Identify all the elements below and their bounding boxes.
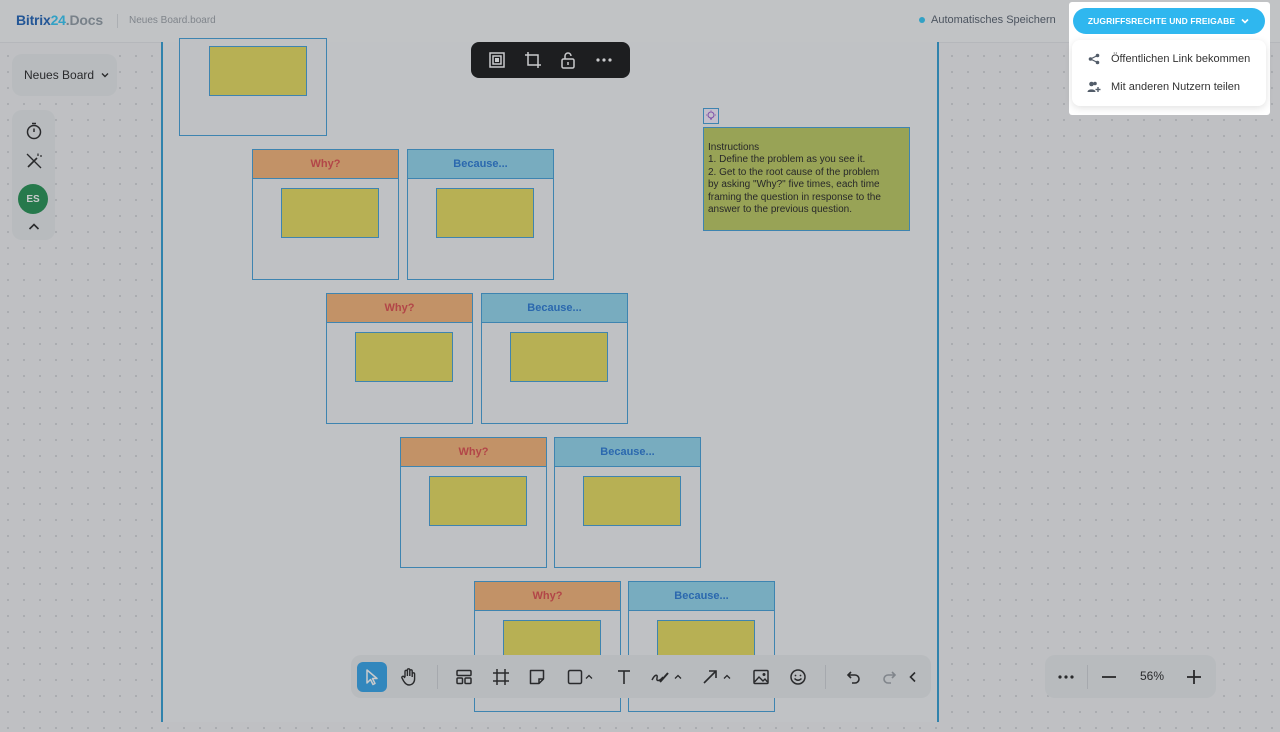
menu-item-share-users[interactable]: Mit anderen Nutzern teilen: [1072, 74, 1266, 100]
sticky-note[interactable]: [583, 476, 681, 526]
frame-why[interactable]: Why?: [326, 293, 473, 424]
instructions-line: 2. Get to the root cause of the problem: [708, 166, 880, 178]
zoom-level[interactable]: 56%: [1139, 669, 1165, 683]
frame-header: Because...: [408, 150, 553, 179]
frame-header: Why?: [253, 150, 398, 179]
divider: [437, 665, 438, 689]
layer-icon[interactable]: [485, 48, 509, 72]
crop-icon[interactable]: [521, 48, 545, 72]
frame-header: Because...: [482, 294, 627, 323]
chevron-up-icon[interactable]: [23, 216, 45, 238]
zoom-out-icon[interactable]: [1097, 665, 1121, 689]
frame-tool-icon[interactable]: [489, 665, 513, 689]
magic-wand-off-icon[interactable]: [23, 150, 45, 172]
sticky-note[interactable]: [510, 332, 608, 382]
frame-header: Why?: [475, 582, 620, 611]
frame-because[interactable]: Because...: [481, 293, 628, 424]
shape-tool-icon[interactable]: [563, 665, 587, 689]
avatar[interactable]: ES: [18, 184, 48, 214]
sticky-note[interactable]: [429, 476, 527, 526]
share-access-label: ZUGRIFFSRECHTE UND FREIGABE: [1087, 16, 1236, 26]
bottom-toolbar: [351, 655, 931, 698]
autosave-label: Automatisches Speichern: [931, 14, 1056, 26]
chevron-left-icon[interactable]: [905, 665, 921, 689]
frame-header: Because...: [629, 582, 774, 611]
sticky-note[interactable]: [281, 188, 379, 238]
board-selector[interactable]: Neues Board: [12, 54, 117, 96]
chevron-up-icon[interactable]: [583, 665, 595, 689]
sticky-note[interactable]: [436, 188, 534, 238]
select-tool-icon[interactable]: [357, 662, 387, 692]
layout-template-icon[interactable]: [452, 665, 476, 689]
text-tool-icon[interactable]: [612, 665, 636, 689]
share-menu: Öffentlichen Link bekommen Mit anderen N…: [1072, 40, 1266, 106]
chevron-down-icon: [1241, 18, 1249, 24]
app-logo[interactable]: Bitrix24.Docs: [16, 12, 103, 28]
hand-tool-icon[interactable]: [397, 665, 421, 689]
zoom-in-icon[interactable]: [1182, 665, 1206, 689]
emoji-tool-icon[interactable]: [786, 665, 810, 689]
divider: [825, 665, 826, 689]
pen-tool-icon[interactable]: [648, 665, 672, 689]
instructions-line: 1. Define the problem as you see it.: [708, 154, 866, 166]
frame-partial[interactable]: [179, 38, 327, 136]
selection-toolbar: [471, 42, 630, 78]
arrow-tool-icon[interactable]: [698, 665, 722, 689]
zoom-toolbar: 56%: [1045, 655, 1216, 698]
menu-item-public-link[interactable]: Öffentlichen Link bekommen: [1072, 46, 1266, 72]
sticky-note[interactable]: [209, 46, 307, 96]
redo-icon[interactable]: [878, 665, 902, 689]
sticky-note-icon[interactable]: [525, 665, 549, 689]
lightbulb-icon[interactable]: [703, 108, 719, 124]
instructions-line: answer to the previous question.: [708, 204, 852, 216]
board-selector-label: Neues Board: [24, 68, 95, 82]
autosave-status: Automatisches Speichern: [919, 14, 1056, 26]
menu-item-label: Öffentlichen Link bekommen: [1111, 53, 1251, 65]
more-options-icon[interactable]: [1054, 665, 1078, 689]
chevron-up-icon[interactable]: [721, 665, 733, 689]
divider: [1087, 665, 1088, 689]
divider: [117, 14, 118, 28]
frame-because[interactable]: Because...: [407, 149, 554, 280]
frame-header: Because...: [555, 438, 700, 467]
chevron-down-icon: [101, 73, 109, 78]
share-icon: [1086, 51, 1102, 67]
instructions-line: framing the question in response to the: [708, 191, 881, 203]
share-panel: ZUGRIFFSRECHTE UND FREIGABE Öffentlichen…: [1069, 2, 1270, 115]
frame-why[interactable]: Why?: [252, 149, 399, 280]
instructions-line: by asking "Why?" five times, each time: [708, 179, 880, 191]
instructions-line: Instructions: [708, 142, 760, 153]
chevron-up-icon[interactable]: [672, 665, 684, 689]
frame-why[interactable]: Why?: [400, 437, 547, 568]
left-toolbar: ES: [12, 110, 55, 240]
add-users-icon: [1086, 79, 1102, 95]
unlock-icon[interactable]: [556, 48, 580, 72]
frame-because[interactable]: Because...: [554, 437, 701, 568]
file-name: Neues Board.board: [129, 15, 216, 26]
frame-header: Why?: [327, 294, 472, 323]
menu-item-label: Mit anderen Nutzern teilen: [1111, 81, 1241, 93]
instructions-note[interactable]: Instructions 1. Define the problem as yo…: [703, 127, 910, 231]
undo-icon[interactable]: [841, 665, 865, 689]
timer-icon[interactable]: [23, 120, 45, 142]
image-tool-icon[interactable]: [749, 665, 773, 689]
status-dot-icon: [919, 17, 925, 23]
more-options-icon[interactable]: [592, 48, 616, 72]
frame-header: Why?: [401, 438, 546, 467]
share-access-button[interactable]: ZUGRIFFSRECHTE UND FREIGABE: [1073, 8, 1265, 34]
sticky-note[interactable]: [355, 332, 453, 382]
